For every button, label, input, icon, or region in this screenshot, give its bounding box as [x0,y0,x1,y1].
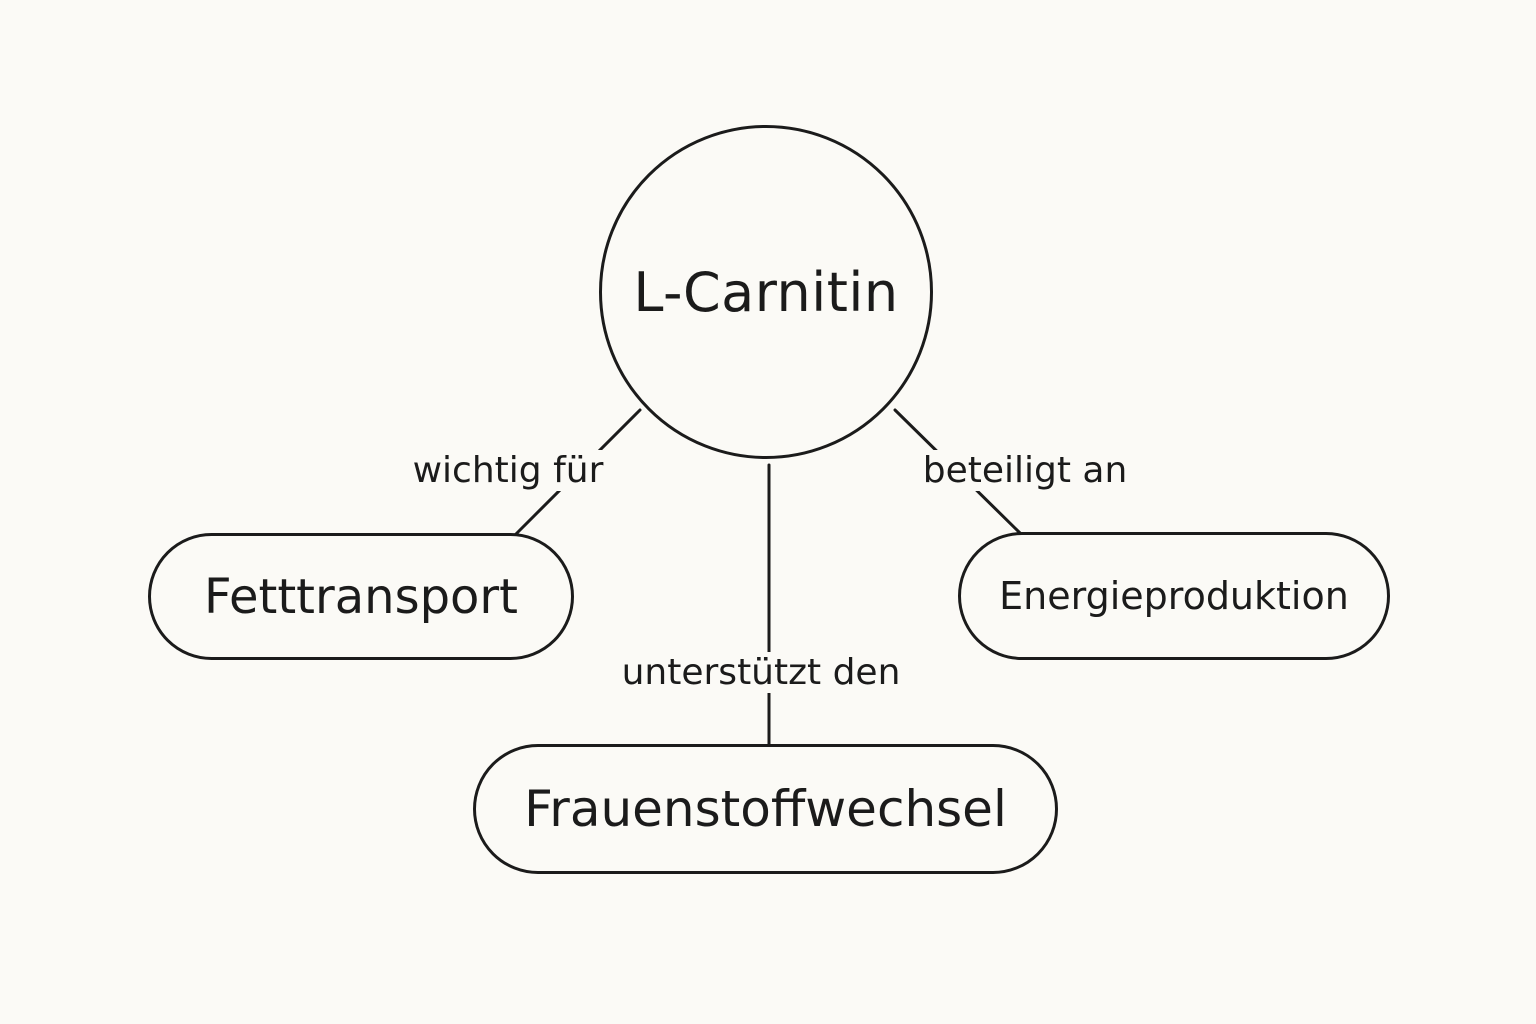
edge-label-unterstuetzt-den: unterstützt den [606,652,916,693]
node-frauenstoffwechsel: Frauenstoffwechsel [473,744,1058,874]
node-energieproduktion: Energieproduktion [958,532,1390,660]
node-label-energieproduktion: Energieproduktion [999,574,1349,618]
node-label-frauenstoffwechsel: Frauenstoffwechsel [524,780,1007,838]
center-node-label: L-Carnitin [633,260,899,324]
edge-label-wichtig-fuer: wichtig für [400,450,616,491]
center-node-l-carnitin: L-Carnitin [599,125,933,459]
node-fetttransport: Fetttransport [148,533,574,660]
edge-label-beteiligt-an: beteiligt an [912,450,1138,491]
node-label-fetttransport: Fetttransport [204,568,518,625]
